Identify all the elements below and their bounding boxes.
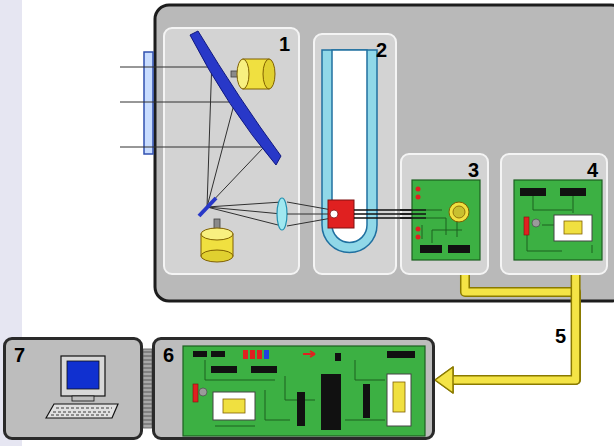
detector bbox=[328, 200, 354, 228]
signal-cable bbox=[435, 275, 576, 393]
callout-number: 4 bbox=[502, 155, 606, 185]
callout-number: 7 bbox=[6, 340, 140, 370]
panel-box: 7 bbox=[3, 337, 143, 440]
panel-illustration bbox=[315, 35, 395, 273]
lens bbox=[277, 198, 287, 230]
circuit-board bbox=[412, 180, 480, 260]
panel-illustration bbox=[6, 340, 140, 437]
panel-box: 6 bbox=[152, 337, 435, 440]
panel-box: 2 bbox=[313, 33, 397, 275]
panel-illustration bbox=[155, 340, 432, 437]
circuit-board bbox=[514, 180, 602, 260]
signal-cable bbox=[435, 275, 576, 393]
panel-box: 3 bbox=[400, 153, 489, 275]
panel-box: 4 bbox=[500, 153, 608, 275]
callout-number: 2 bbox=[315, 35, 395, 65]
panel-illustration bbox=[165, 29, 298, 273]
callout-number: 3 bbox=[402, 155, 487, 185]
computer bbox=[61, 356, 105, 396]
scan-mirror bbox=[190, 31, 281, 165]
ribbon-cable bbox=[143, 349, 152, 428]
instrument-housing bbox=[155, 5, 614, 301]
callout-number: 6 bbox=[155, 340, 432, 370]
dewar bbox=[322, 50, 377, 252]
callout-number: 1 bbox=[165, 29, 298, 59]
fold-mirror bbox=[199, 198, 216, 216]
circuit-board bbox=[183, 346, 425, 436]
detector-wire bbox=[354, 209, 426, 211]
callout-number: 5 bbox=[555, 325, 566, 347]
panel-box: 1 bbox=[163, 27, 300, 275]
